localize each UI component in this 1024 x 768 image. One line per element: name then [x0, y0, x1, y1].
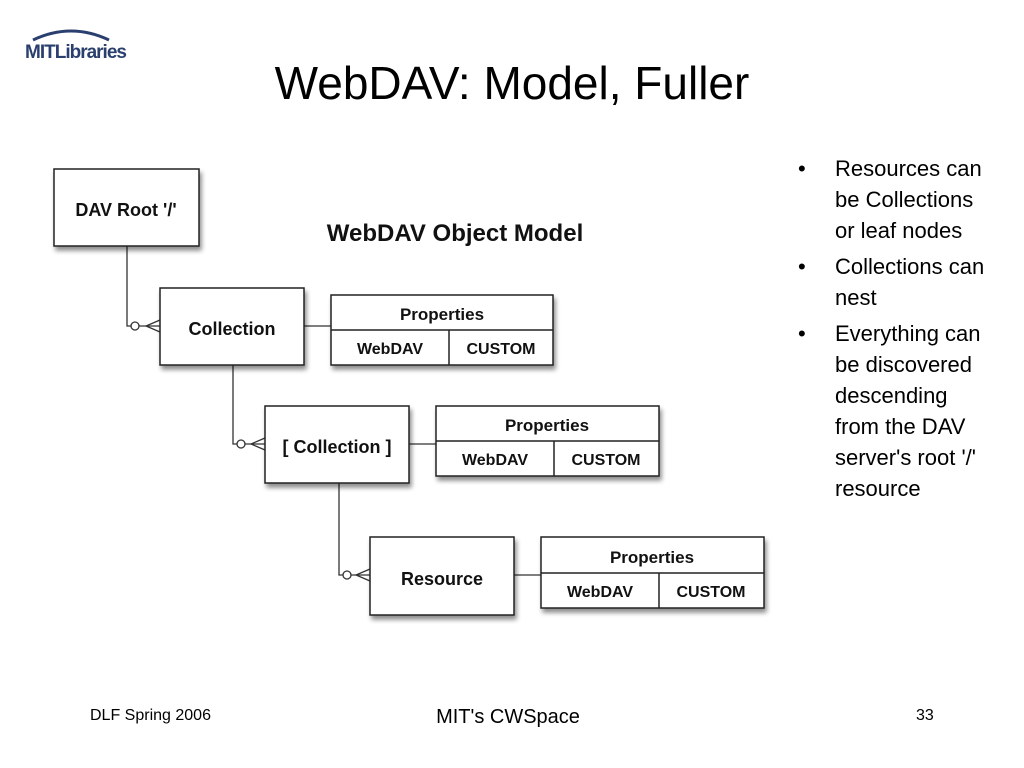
properties-header: Properties [400, 305, 484, 324]
dav-root-box: DAV Root '/' [53, 168, 200, 247]
crowsfoot-marker-2 [236, 437, 266, 451]
collection-box: Collection [159, 287, 305, 366]
crowsfoot-marker-3 [342, 568, 371, 582]
slide-title: WebDAV: Model, Fuller [274, 57, 750, 109]
properties-cell-webdav: WebDAV [462, 452, 528, 469]
resource-box: Resource [369, 536, 515, 616]
resource-label: Resource [401, 569, 483, 589]
logo-text: MITLibraries [25, 42, 127, 63]
collection-label: Collection [188, 319, 275, 339]
bullet-item: Everything can be discovered descending … [790, 318, 990, 504]
bullet-list: Resources can be Collections or leaf nod… [790, 153, 990, 509]
properties-header: Properties [610, 548, 694, 567]
mit-libraries-logo: MITLibraries [25, 24, 127, 68]
bullet-item: Collections can nest [790, 251, 990, 313]
logo-arc-icon [32, 29, 110, 42]
connector-subcollection-resource [338, 483, 370, 576]
connectors [126, 246, 541, 576]
collection-properties-box: Properties WebDAV CUSTOM [330, 294, 554, 366]
properties-cell-custom: CUSTOM [466, 341, 535, 358]
properties-header: Properties [505, 416, 589, 435]
dav-root-label: DAV Root '/' [75, 200, 176, 220]
webdav-object-model-diagram: WebDAV Object Model DAV Root '/' Collect… [53, 168, 765, 616]
properties-cell-webdav: WebDAV [357, 341, 423, 358]
sub-collection-properties-box: Properties WebDAV CUSTOM [435, 405, 660, 477]
properties-cell-custom: CUSTOM [571, 452, 640, 469]
diagram-title: WebDAV Object Model [327, 220, 583, 247]
connector-root-collection [126, 246, 160, 327]
properties-cell-custom: CUSTOM [676, 584, 745, 601]
resource-properties-box: Properties WebDAV CUSTOM [540, 536, 765, 609]
footer-title: MIT's CWSpace [436, 706, 580, 728]
sub-collection-label: [ Collection ] [283, 437, 392, 457]
connector-collection-subcollection [232, 365, 265, 445]
bullet-item: Resources can be Collections or leaf nod… [790, 153, 990, 246]
properties-cell-webdav: WebDAV [567, 584, 633, 601]
slide-number: 33 [916, 707, 934, 724]
crowsfoot-marker-1 [130, 319, 161, 333]
sub-collection-box: [ Collection ] [264, 405, 410, 484]
footer-event: DLF Spring 2006 [90, 707, 211, 724]
